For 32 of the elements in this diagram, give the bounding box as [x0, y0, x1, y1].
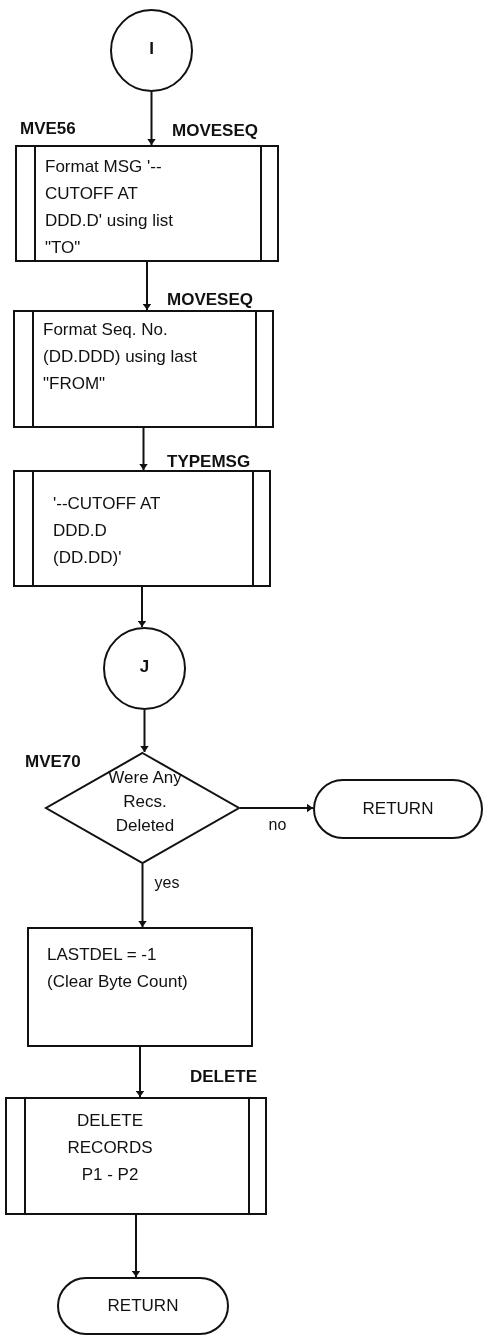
label-text: MVE56 — [20, 119, 76, 139]
predefined-process-box — [13, 310, 274, 428]
node-text: I — [148, 38, 155, 60]
arrow — [137, 586, 147, 628]
node-text: '--CUTOFF AT DDD.D (DD.DD)' — [53, 493, 162, 569]
node-text: Were Any Recs. Deleted — [107, 767, 183, 837]
node-text: RETURN — [361, 798, 435, 820]
node-text: Format MSG '--CUTOFF AT DDD.D' using list "TO" — [45, 156, 174, 259]
label-text: TYPEMSG — [167, 452, 251, 472]
node-text: LASTDEL = -1 (Clear Byte Count) — [47, 944, 189, 993]
arrow — [135, 1046, 145, 1098]
node-text: RETURN — [106, 1295, 180, 1317]
connector-circle — [110, 9, 193, 92]
predefined-process-box — [13, 470, 271, 587]
predefined-process-box — [15, 145, 279, 262]
arrow — [140, 709, 149, 753]
process-box — [27, 927, 253, 1047]
label-text: MOVESEQ — [172, 121, 258, 141]
node-text: J — [138, 656, 151, 678]
arrow — [142, 261, 152, 311]
arrow — [138, 863, 147, 928]
predefined-process-box — [5, 1097, 267, 1215]
label-text: MOVESEQ — [167, 290, 253, 310]
arrow — [147, 91, 156, 146]
node-text: DELETE RECORDS P1 - P2 — [66, 1110, 154, 1186]
arrow — [131, 1214, 141, 1278]
label-text: DELETE — [190, 1067, 258, 1087]
label-text: MVE70 — [25, 752, 81, 772]
arrow — [139, 427, 148, 471]
connector-circle — [103, 627, 186, 710]
node-text: Format Seq. No. (DD.DDD) using last "FROM" — [43, 319, 198, 395]
arrow — [239, 803, 314, 813]
